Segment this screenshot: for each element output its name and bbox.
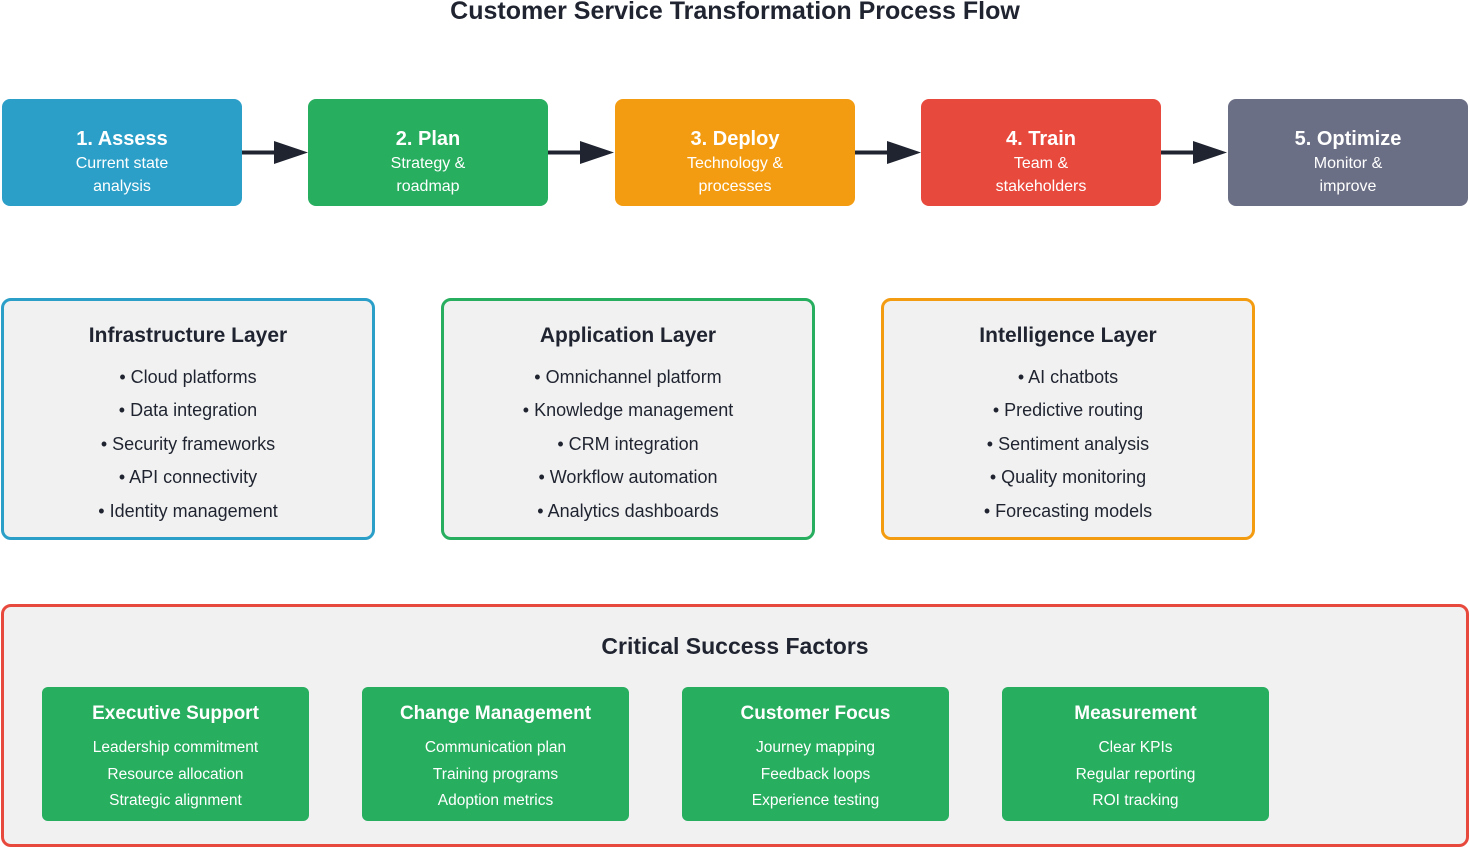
step-optimize: 5. Optimize Monitor & improve bbox=[1228, 99, 1468, 206]
diagram-title: Customer Service Transformation Process … bbox=[450, 0, 1020, 25]
list-item: Regular reporting bbox=[1075, 765, 1196, 783]
list-item: • Identity management bbox=[98, 500, 278, 521]
application-layer-panel: Application Layer • Omnichannel platform… bbox=[441, 298, 815, 540]
list-item: • Quality monitoring bbox=[989, 467, 1147, 488]
layer-title: Application Layer bbox=[539, 324, 717, 347]
step-description: Monitor & improve bbox=[1313, 155, 1383, 195]
step-deploy: 3. Deploy Technology & processes bbox=[615, 99, 855, 206]
factor-title: Measurement bbox=[1074, 703, 1197, 724]
list-item: Leadership commitment bbox=[92, 739, 259, 756]
factor-items: Communication plan Training programs Ado… bbox=[362, 735, 629, 815]
list-item: Training programs bbox=[432, 765, 559, 783]
list-item: • Security frameworks bbox=[100, 433, 276, 454]
step-title: 1. Assess bbox=[76, 128, 168, 150]
step-description: Team & stakeholders bbox=[995, 155, 1087, 195]
list-item: • Omnichannel platform bbox=[534, 367, 722, 387]
factor-change-management: Change Management Communication plan Tra… bbox=[362, 687, 629, 821]
step-title: 5. Optimize bbox=[1294, 128, 1402, 150]
list-item: Strategic alignment bbox=[109, 792, 242, 810]
list-item: • Sentiment analysis bbox=[986, 433, 1150, 454]
infrastructure-layer-panel: Infrastructure Layer • Cloud platforms •… bbox=[1, 298, 375, 540]
layer-items: • Cloud platforms • Data integration • S… bbox=[4, 361, 372, 528]
arrow-deploy-to-train bbox=[855, 141, 921, 164]
layer-items: • AI chatbots • Predictive routing • Sen… bbox=[884, 361, 1252, 528]
factor-items: Leadership commitment Resource allocatio… bbox=[42, 735, 309, 815]
list-item: • Data integration bbox=[118, 400, 258, 421]
arrow-plan-to-deploy bbox=[548, 141, 614, 164]
step-title: 4. Train bbox=[1005, 128, 1077, 150]
layer-items: • Omnichannel platform • Knowledge manag… bbox=[444, 361, 812, 528]
list-item: Adoption metrics bbox=[437, 792, 554, 810]
list-item: • Cloud platforms bbox=[119, 367, 257, 387]
layer-title: Intelligence Layer bbox=[979, 324, 1157, 347]
list-item: • Workflow automation bbox=[538, 467, 718, 488]
process-arrows bbox=[242, 141, 1227, 164]
list-item: • Predictive routing bbox=[992, 400, 1144, 421]
factor-executive-support: Executive Support Leadership commitment … bbox=[42, 687, 309, 821]
list-item: Clear KPIs bbox=[1098, 739, 1173, 756]
list-item: • API connectivity bbox=[118, 467, 258, 488]
list-item: Experience testing bbox=[751, 792, 880, 810]
arrow-train-to-optimize bbox=[1161, 141, 1227, 164]
step-assess: 1. Assess Current state analysis bbox=[2, 99, 242, 206]
list-item: • CRM integration bbox=[557, 433, 699, 454]
critical-success-factors-panel: Critical Success Factors Executive Suppo… bbox=[1, 604, 1469, 847]
step-description: Strategy & roadmap bbox=[390, 155, 466, 195]
list-item: Feedback loops bbox=[760, 765, 871, 783]
list-item: • Knowledge management bbox=[522, 400, 734, 421]
step-train: 4. Train Team & stakeholders bbox=[921, 99, 1161, 206]
step-description: Current state analysis bbox=[75, 155, 169, 195]
list-item: • Analytics dashboards bbox=[537, 500, 719, 521]
list-item: Resource allocation bbox=[107, 765, 244, 783]
factor-customer-focus: Customer Focus Journey mapping Feedback … bbox=[682, 687, 949, 821]
step-plan: 2. Plan Strategy & roadmap bbox=[308, 99, 548, 206]
factor-title: Change Management bbox=[399, 703, 592, 724]
list-item: ROI tracking bbox=[1092, 792, 1179, 810]
factor-title: Executive Support bbox=[92, 703, 259, 724]
factor-measurement: Measurement Clear KPIs Regular reporting… bbox=[1002, 687, 1269, 821]
arrow-assess-to-plan bbox=[242, 141, 308, 164]
list-item: • AI chatbots bbox=[1017, 367, 1119, 387]
factor-items: Journey mapping Feedback loops Experienc… bbox=[682, 735, 949, 815]
csf-title: Critical Success Factors bbox=[601, 633, 869, 659]
list-item: Journey mapping bbox=[756, 739, 875, 756]
step-description: Technology & processes bbox=[686, 155, 784, 195]
step-title: 3. Deploy bbox=[690, 128, 780, 150]
step-title: 2. Plan bbox=[395, 128, 461, 150]
list-item: • Forecasting models bbox=[983, 500, 1153, 521]
intelligence-layer-panel: Intelligence Layer • AI chatbots • Predi… bbox=[881, 298, 1255, 540]
factor-items: Clear KPIs Regular reporting ROI trackin… bbox=[1002, 735, 1269, 815]
layer-title: Infrastructure Layer bbox=[88, 324, 288, 347]
factor-title: Customer Focus bbox=[740, 703, 891, 724]
list-item: Communication plan bbox=[424, 739, 567, 756]
